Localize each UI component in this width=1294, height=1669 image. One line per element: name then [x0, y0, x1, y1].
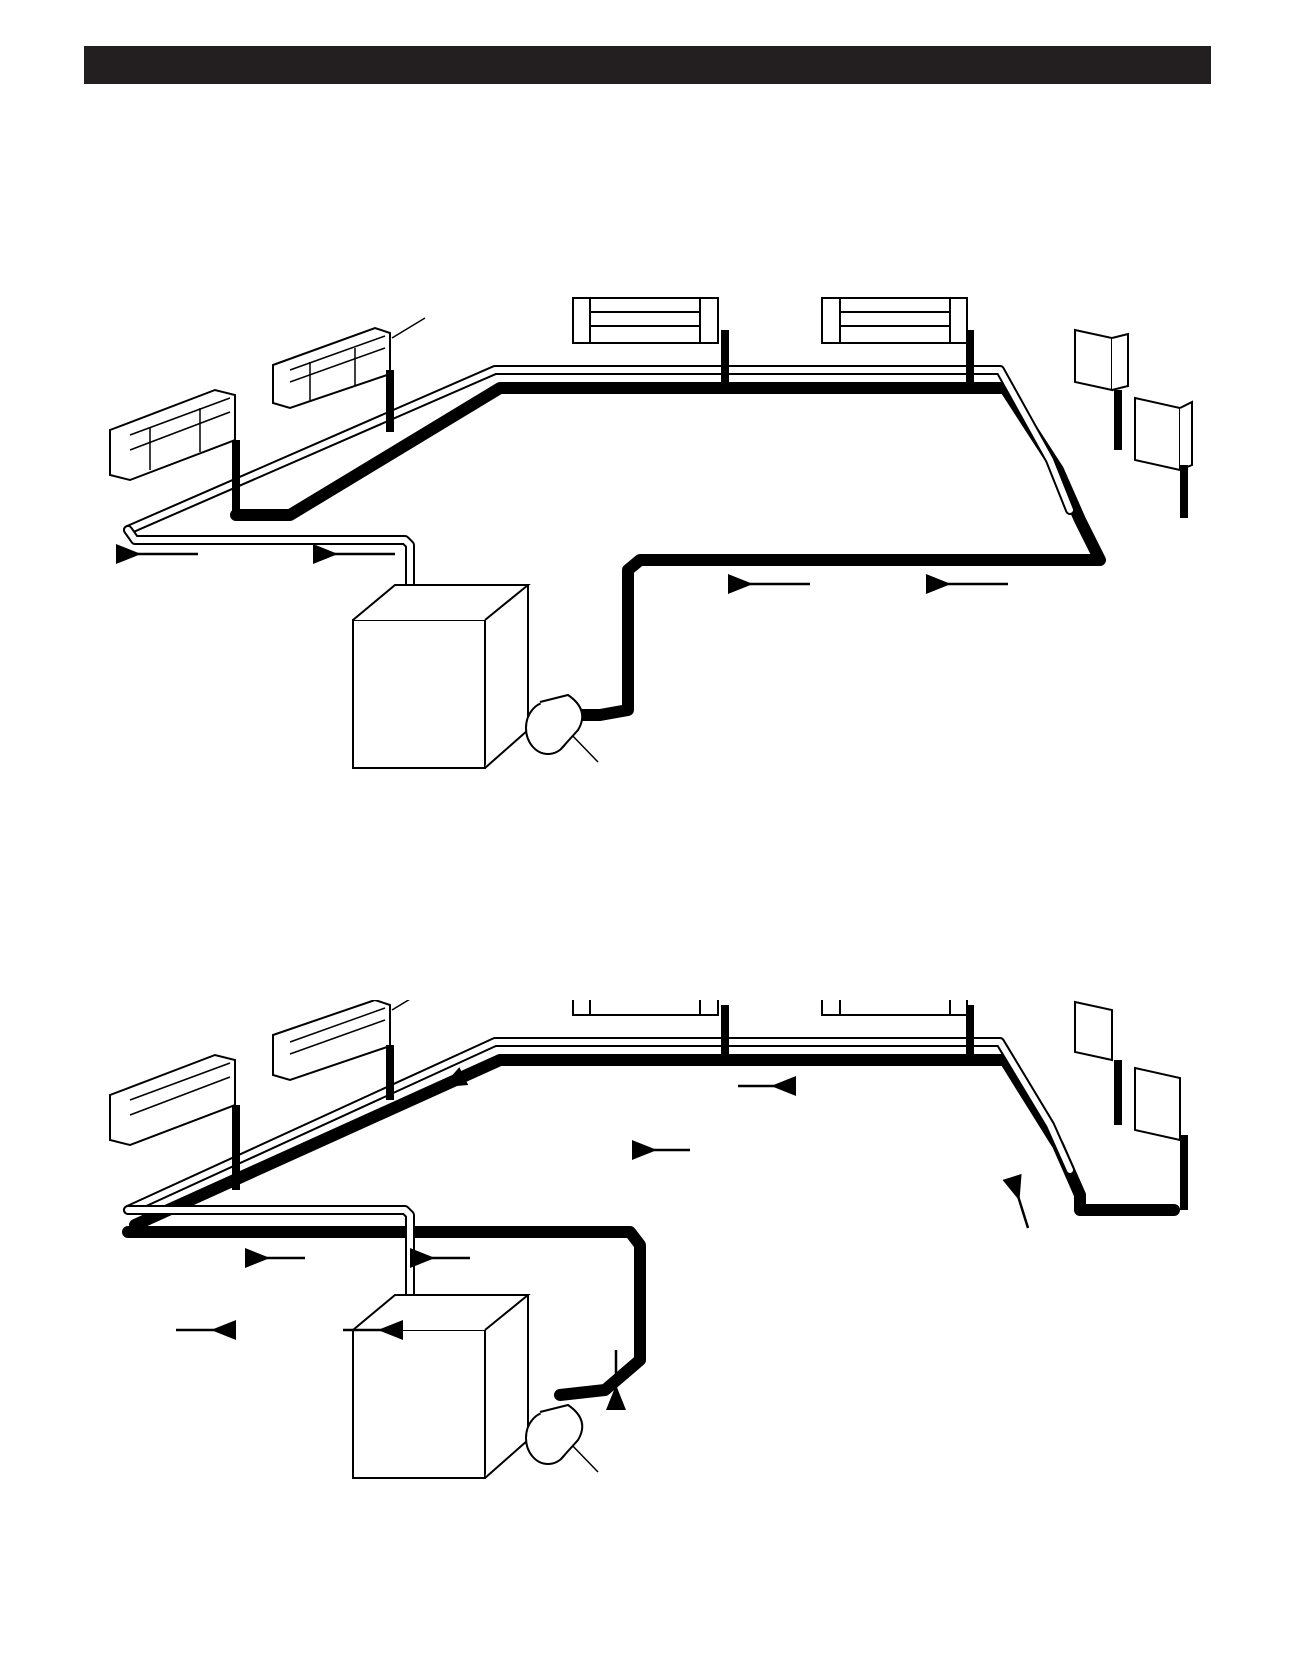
convector-leader — [392, 318, 425, 338]
baseboard-convector — [110, 390, 235, 480]
baseboard-convector — [110, 1055, 235, 1145]
piping-diagram-bottom — [0, 1000, 1294, 1560]
baseboard-convector — [822, 1000, 967, 1015]
boiler — [353, 1295, 528, 1478]
boiler — [353, 585, 528, 768]
return-main-pipe — [128, 1042, 1070, 1210]
baseboard-convector — [822, 298, 967, 343]
baseboard-convector — [1075, 330, 1192, 470]
baseboard-convector — [1075, 1002, 1180, 1140]
convector-leader — [392, 1000, 425, 1010]
baseboard-convector — [273, 328, 390, 408]
baseboard-convector — [573, 1000, 718, 1015]
baseboard-convector — [273, 1000, 390, 1080]
piping-diagram-top — [0, 290, 1294, 850]
header-bar — [84, 46, 1211, 84]
flow-arrow — [1018, 1196, 1028, 1228]
circulator-pump-icon — [526, 1405, 582, 1464]
baseboard-convector — [573, 298, 718, 343]
circulator-pump-icon — [526, 695, 582, 754]
